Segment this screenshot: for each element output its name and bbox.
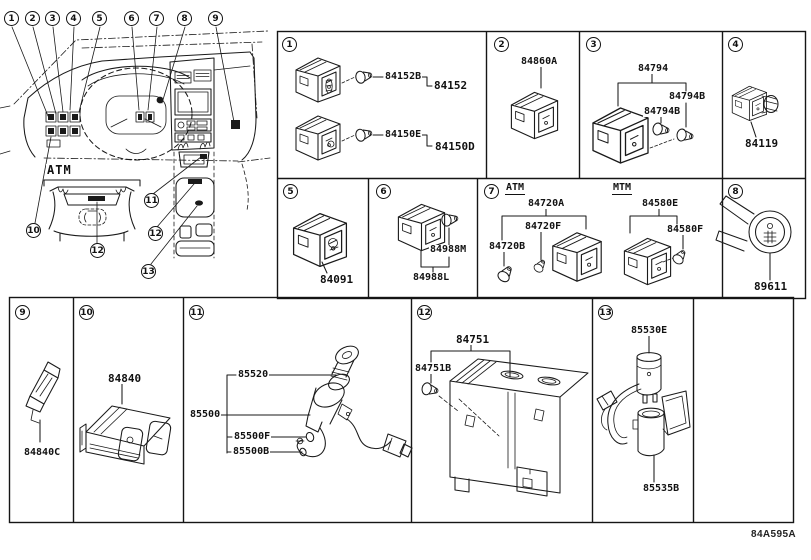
part-label: 84152: [433, 79, 469, 92]
part-label: 84840: [107, 372, 143, 385]
callout-5: 5: [92, 11, 107, 26]
callout-6: 6: [124, 11, 139, 26]
callout-12: 12: [148, 226, 163, 241]
cell3-illustration: [592, 73, 695, 164]
part-label: 84720A: [527, 198, 566, 209]
part-label: 84751: [455, 333, 491, 346]
part-label: 84794B: [643, 106, 682, 117]
part-label: 84794: [637, 63, 670, 74]
part-label: 89611: [753, 280, 789, 293]
part-label: 85500F: [233, 431, 272, 442]
callout-12-atm: 12: [90, 243, 105, 258]
cell-number-3: 3: [586, 37, 601, 52]
cell1-illustration: [295, 57, 433, 161]
part-label: 84580E: [641, 198, 680, 209]
cell-number-7: 7: [484, 184, 499, 199]
cell2-illustration: [510, 66, 559, 140]
drawing-code: 84A595A: [751, 529, 797, 540]
part-label: 84751B: [414, 363, 453, 374]
cell10-illustration: [79, 383, 172, 465]
cell9-illustration: [25, 361, 61, 443]
cell-number-1: 1: [282, 37, 297, 52]
part-label: 85500: [189, 409, 222, 420]
part-label: 84152B: [384, 71, 423, 82]
table-borders: [8, 30, 807, 524]
part-label: 85530E: [630, 325, 669, 336]
callout-13: 13: [141, 264, 156, 279]
part-label: 84091: [319, 273, 355, 286]
callout-8: 8: [177, 11, 192, 26]
part-label: 84150D: [434, 140, 476, 153]
cell-number-12: 12: [417, 305, 432, 320]
callout-9: 9: [208, 11, 223, 26]
cell13-illustration: [596, 335, 691, 483]
callout-leader-lines: [11, 26, 235, 265]
dashboard-illustration: [0, 26, 271, 265]
transmission-header-mtm: MTM: [612, 182, 633, 195]
callout-3: 3: [45, 11, 60, 26]
part-label: 84988M: [429, 244, 468, 255]
cell-number-4: 4: [728, 37, 743, 52]
cell7-illustration: [495, 208, 689, 286]
cell-number-11: 11: [189, 305, 204, 320]
cell-number-2: 2: [494, 37, 509, 52]
part-label: 85535B: [642, 483, 681, 494]
cell6-illustration: [397, 203, 460, 273]
cell-number-13: 13: [598, 305, 613, 320]
cell8-illustration: [715, 195, 792, 281]
part-label: 84840C: [23, 447, 62, 458]
part-label: 84860A: [520, 56, 559, 67]
cell-number-8: 8: [728, 184, 743, 199]
part-label: 84988L: [412, 272, 451, 283]
part-label: 84720F: [524, 221, 563, 232]
callout-11: 11: [144, 193, 159, 208]
transmission-header-atm: ATM: [505, 182, 526, 195]
callout-1: 1: [4, 11, 19, 26]
part-label: 84720B: [488, 241, 527, 252]
cell-number-6: 6: [376, 184, 391, 199]
callout-2: 2: [25, 11, 40, 26]
part-label: 85500B: [232, 446, 271, 457]
part-label: 84119: [744, 137, 780, 150]
callout-7: 7: [149, 11, 164, 26]
cell11-illustration: [219, 345, 413, 458]
cell-number-9: 9: [15, 305, 30, 320]
cell5-illustration: [292, 212, 348, 274]
part-label: 84794B: [668, 91, 707, 102]
callout-10: 10: [26, 223, 41, 238]
callout-4: 4: [66, 11, 81, 26]
atm-inset-label: ATM: [46, 163, 73, 177]
part-label: 84150E: [384, 129, 423, 140]
cell-number-10: 10: [79, 305, 94, 320]
part-label: 84580F: [666, 224, 705, 235]
cell12-illustration: [420, 343, 589, 497]
cell4-illustration: [731, 85, 779, 138]
part-label: 85520: [237, 369, 270, 380]
cell-number-5: 5: [283, 184, 298, 199]
